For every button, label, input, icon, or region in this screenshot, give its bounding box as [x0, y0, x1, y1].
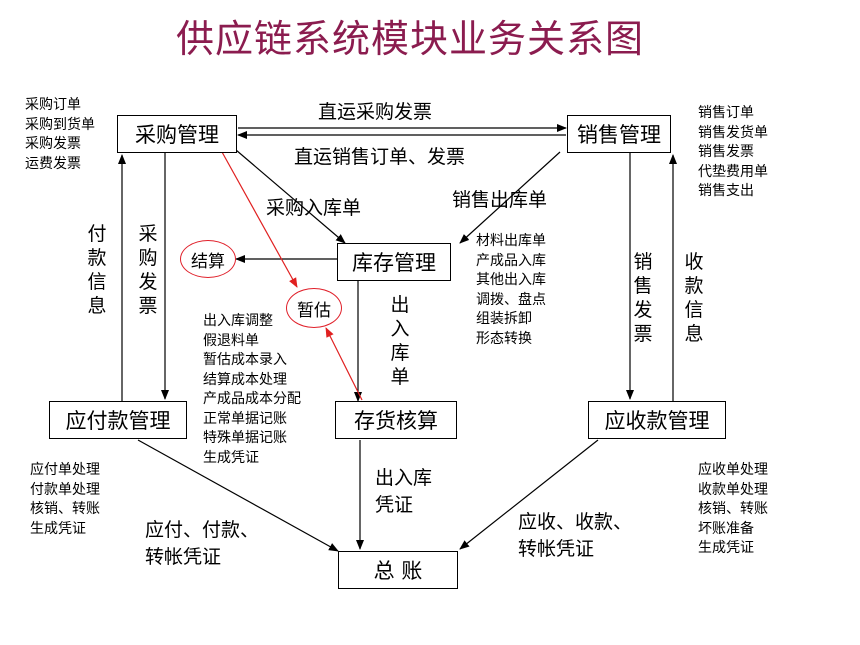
- label-purchase-receipt: 采购入库单: [266, 197, 362, 219]
- accounting-document-list: 出入库调整 假退料单 暂估成本录入 结算成本处理 产成品成本分配 正常单据记账 …: [203, 313, 301, 466]
- label-direct-sales-order-invoice: 直运销售订单、发票: [294, 146, 466, 168]
- purchase-module[interactable]: 采购管理: [117, 115, 237, 153]
- settlement-node[interactable]: 结算: [180, 240, 236, 278]
- label-sales-issue: 销售出库单: [452, 189, 548, 211]
- arrow-purchase-to-provisional: [221, 151, 298, 288]
- label-stock-io-voucher-1: 出入库: [375, 467, 433, 489]
- arrow-sales-to-inventory: [459, 151, 561, 244]
- receivable-document-list: 应收单处理 收款单处理 核销、转账 坏账准备 生成凭证: [698, 462, 768, 556]
- arrow-payable-to-ledger: [137, 439, 339, 552]
- label-payable-voucher-2: 转帐凭证: [145, 546, 222, 568]
- label-stock-io-voucher-2: 凭证: [375, 494, 414, 516]
- receivable-module[interactable]: 应收款管理: [588, 401, 726, 439]
- sales-module[interactable]: 销售管理: [567, 115, 671, 153]
- label-in-out-document: 出 入 库 单: [390, 294, 410, 388]
- label-purchase-invoice: 采 购 发 票: [138, 223, 158, 317]
- label-sales-invoice: 销 售 发 票: [633, 251, 653, 345]
- label-receivable-voucher-2: 转帐凭证: [518, 538, 595, 560]
- label-receivable-voucher-1: 应收、收款、: [518, 511, 633, 533]
- label-receipt-info: 收 款 信 息: [684, 251, 704, 345]
- payable-document-list: 应付单处理 付款单处理 核销、转账 生成凭证: [30, 462, 100, 537]
- payable-module[interactable]: 应付款管理: [49, 401, 187, 439]
- arrow-accounting-to-provisional: [325, 327, 363, 401]
- sales-document-list: 销售订单 销售发货单 销售发票 代垫费用单 销售支出: [698, 105, 768, 199]
- arrow-purchase-to-inventory: [235, 149, 346, 244]
- label-payable-voucher-1: 应付、付款、: [145, 519, 260, 541]
- arrow-receivable-to-ledger: [459, 439, 599, 550]
- stock-accounting-module[interactable]: 存货核算: [335, 401, 457, 439]
- page-title: 供应链系统模块业务关系图: [175, 17, 644, 61]
- provisional-node[interactable]: 暂估: [286, 288, 342, 328]
- general-ledger-module[interactable]: 总 账: [338, 551, 458, 589]
- label-direct-purchase-invoice: 直运采购发票: [318, 101, 433, 123]
- purchase-document-list: 采购订单 采购到货单 采购发票 运费发票: [25, 97, 95, 172]
- label-payment-info: 付 款 信 息: [87, 223, 107, 317]
- inventory-module[interactable]: 库存管理: [337, 243, 451, 281]
- inventory-document-list: 材料出库单 产成品入库 其他出入库 调拨、盘点 组装拆卸 形态转换: [476, 233, 546, 347]
